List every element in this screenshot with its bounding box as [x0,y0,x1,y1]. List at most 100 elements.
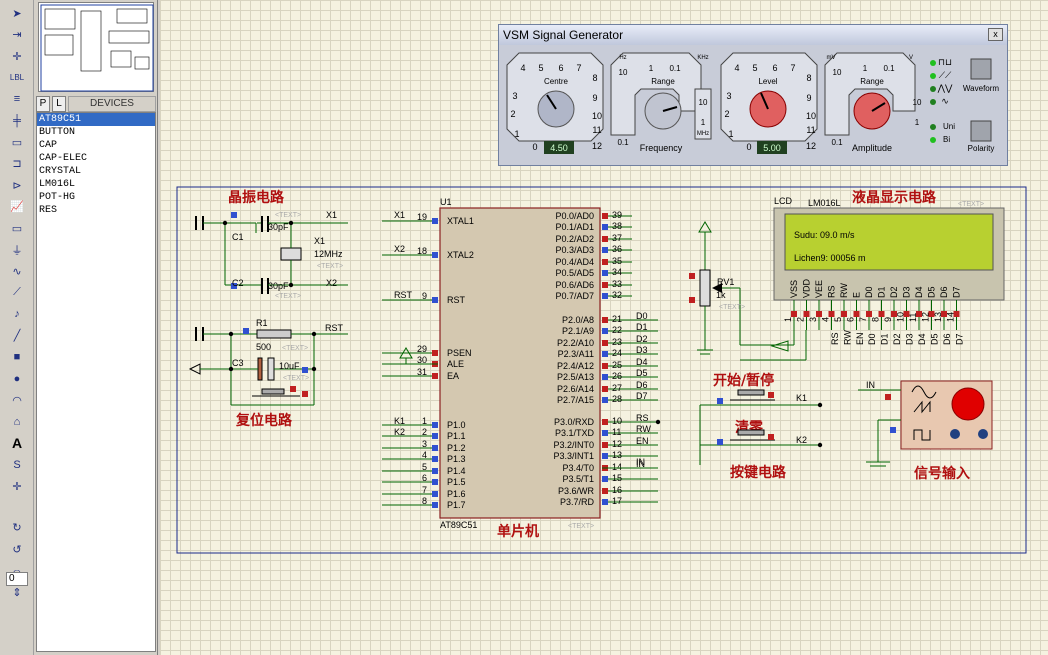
mirror-x-icon[interactable]: ⇔ [11,564,23,577]
pin-marker [602,453,608,459]
text-tag: <TEXT> [317,263,343,270]
bus-icon[interactable]: ╪ [13,114,21,127]
reset-title: 复位电路 [235,412,293,429]
freq-range-number: 0.1 [669,64,681,73]
net-label: EN [855,332,865,345]
overview-preview[interactable] [38,2,154,92]
net-label: D1 [880,333,890,345]
device-item[interactable]: CAP-ELEC [39,153,88,164]
net-x1: X1 [394,210,405,220]
box-icon[interactable]: ■ [13,351,21,363]
pot-wiper [712,283,722,293]
text-tag: <TEXT> [958,201,984,208]
centre-dial-number: 11 [592,125,601,135]
freq-range-number: 1 [649,64,654,73]
pin-marker [432,445,438,451]
line-icon[interactable]: ╱ [13,330,21,342]
wire-label-icon[interactable]: LBL [9,73,25,82]
component-icon[interactable]: ⇥ [12,29,22,41]
circle-icon[interactable]: ● [13,372,21,385]
pin-number: 38 [612,221,622,231]
select-arrow-icon[interactable]: ➤ [12,7,22,20]
rotate-cw-icon[interactable]: ↻ [12,522,22,534]
level-dial-number: 5 [752,63,757,73]
close-button[interactable]: x [988,28,1003,41]
lcd-title: 液晶显示电路 [852,189,937,206]
level-dial-number: 1 [728,129,733,139]
net-label: D2 [636,334,648,344]
pin-marker [768,434,774,440]
mirror-y-icon[interactable]: ⇕ [12,586,22,599]
pin-marker [768,392,774,398]
text-tag: <TEXT> [568,523,594,530]
device-pin-icon[interactable]: ⊳ [12,179,22,192]
current-probe-icon[interactable]: ⟋ [13,286,21,298]
mcu-body [439,207,601,519]
tab-libraries[interactable]: L [52,96,66,112]
rotation-field[interactable]: 0 [6,572,28,586]
pin-marker [602,340,608,346]
pin-number: 36 [612,244,622,254]
path-icon[interactable]: ⌂ [13,415,21,428]
range-label: Range [651,77,675,86]
arc-icon[interactable]: ◠ [12,394,22,407]
pin-marker [602,351,608,357]
sawtooth-icon: ⟋⟋ [939,70,952,80]
pin-marker [866,311,872,317]
tape-icon[interactable]: ▭ [11,222,23,235]
mcu-left-pin: P1.4 [447,466,466,476]
device-item[interactable]: RES [39,205,58,216]
junction-dot [288,220,294,226]
pin-marker [602,293,608,299]
pin-marker [689,297,695,303]
device-item[interactable]: CAP [39,140,58,151]
level-dial-number: 12 [806,141,816,151]
frequency-label: Frequency [640,143,683,153]
mcu-left-pin: P1.5 [447,477,466,487]
mhz-label: MHz [697,131,709,137]
centre-dial-number: 2 [510,109,515,119]
mhz-slot [694,88,712,140]
net-rst: RST [394,290,413,300]
tab-pick-devices[interactable]: P [36,96,50,112]
terminal-icon[interactable]: ⊐ [12,158,22,170]
lcd-ref: LCD [774,196,793,206]
symbol-icon[interactable]: S [13,458,21,471]
pin-number: 14 [946,312,956,322]
centre-readout: 4.50 [550,143,568,153]
device-item[interactable]: POT-HG [39,192,76,203]
lcd-pin: D4 [914,286,924,298]
pin-number: 6 [846,317,856,322]
net-label: D3 [636,345,648,355]
pin-number: 16 [612,485,622,495]
pin-marker [231,212,237,218]
level-dial-number: 4 [734,63,739,73]
device-item[interactable]: CRYSTAL [39,166,82,177]
generator-icon[interactable]: ⏚ [11,244,23,257]
text-script-icon[interactable]: ≡ [13,93,21,105]
c1-ref: C1 [232,232,244,242]
device-item[interactable]: AT89C51 [37,113,155,126]
rotate-ccw-icon[interactable]: ↺ [12,543,22,556]
junction-icon[interactable]: ✛ [12,50,22,63]
pin-number: 12 [921,312,931,322]
voltage-probe-icon[interactable]: ∿ [12,265,22,278]
device-item[interactable]: BUTTON [39,127,76,138]
graph-icon[interactable]: 📈 [10,201,24,213]
centre-dial-number: 6 [558,63,563,73]
clear-button [737,429,765,436]
marker-icon[interactable]: ✛ [12,480,22,493]
net-label: D6 [942,333,952,345]
virtual-instrument-icon[interactable]: ♪ [14,308,20,320]
c3-ref: C3 [232,358,244,368]
subcircuit-icon[interactable]: ▭ [11,136,23,149]
key-title: 按键电路 [730,464,787,481]
pin-number: 2 [796,317,806,322]
text-icon[interactable]: A [11,435,23,451]
led-icon [930,137,936,143]
device-item[interactable]: LM016L [39,179,76,190]
